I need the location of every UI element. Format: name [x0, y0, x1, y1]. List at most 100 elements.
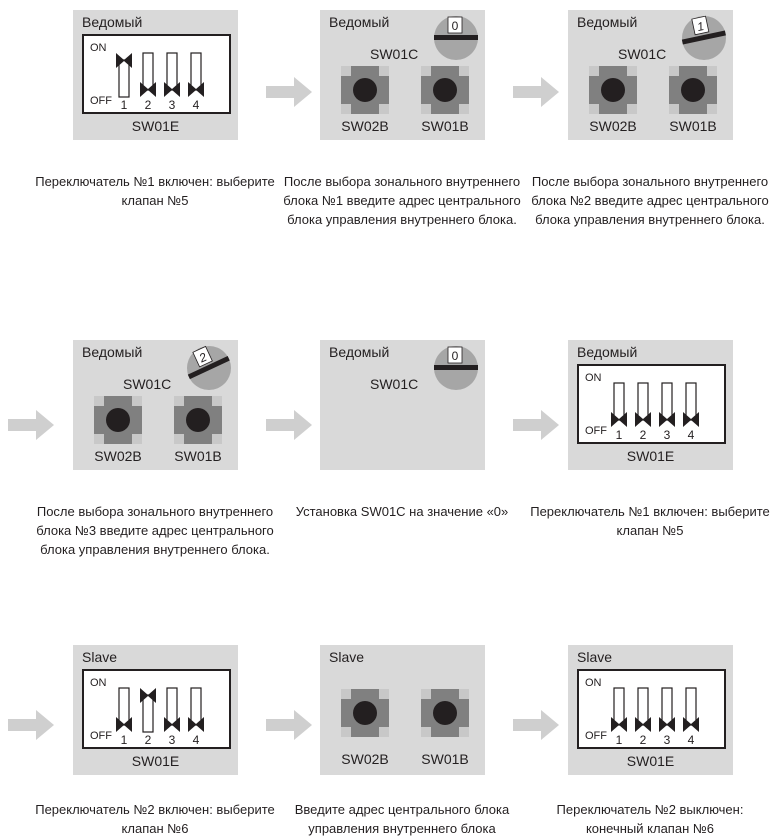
- dip-switch-number: 4: [192, 98, 200, 112]
- arrow-right-icon: [266, 410, 312, 440]
- dip-switch-number: 3: [663, 733, 671, 747]
- panel-title: Ведомый: [82, 344, 143, 360]
- push-button[interactable]: SW02B: [341, 689, 389, 767]
- rotary-label: SW01C: [370, 46, 419, 62]
- dip-switch-number: 3: [168, 98, 176, 112]
- off-label: OFF: [585, 425, 607, 437]
- button-label: SW01B: [421, 118, 469, 134]
- switch-label: SW01E: [131, 753, 180, 769]
- dip-switch-lever: [140, 52, 156, 97]
- rotary-value: 0: [452, 349, 459, 363]
- panel-title: Ведомый: [577, 344, 638, 360]
- dip-switch-lever: [683, 382, 699, 427]
- rotary-dial[interactable]: 1: [681, 15, 727, 61]
- dip-switch-panel: Ведомый ON OFF 1 2 3 4 SW01E: [568, 340, 733, 470]
- dip-switch-number: 2: [144, 98, 152, 112]
- dip-switch-lever: [140, 688, 156, 733]
- off-label: OFF: [90, 95, 112, 107]
- dip-switch-number: 2: [639, 733, 647, 747]
- step-caption: Введите адрес центрального блока управле…: [294, 802, 510, 836]
- dip-switch-number: 3: [663, 428, 671, 442]
- step-caption: После выбора зонального внутреннего блок…: [36, 504, 274, 557]
- push-button[interactable]: SW02B: [94, 396, 142, 464]
- panel-title: Ведомый: [329, 344, 390, 360]
- on-label: ON: [585, 677, 602, 689]
- arrow-right-icon: [513, 410, 559, 440]
- step-caption: После выбора зонального внутреннего блок…: [283, 174, 521, 227]
- push-button-panel: Slave SW02B SW01B: [320, 645, 485, 775]
- arrow-right-icon: [266, 710, 312, 740]
- dip-switch-lever: [116, 53, 132, 98]
- push-button[interactable]: SW02B: [341, 66, 389, 134]
- dip-switch-number: 4: [192, 733, 200, 747]
- dip-switch-number: 3: [168, 733, 176, 747]
- step-caption: Установка SW01C на значение «0»: [295, 504, 509, 519]
- rotary-dial[interactable]: 0: [433, 15, 479, 61]
- push-button-icon: [341, 689, 389, 737]
- dip-switch-number: 1: [615, 428, 623, 442]
- arrow-right-icon: [8, 410, 54, 440]
- dip-switch-lever: [188, 52, 204, 97]
- push-button-icon: [421, 689, 469, 737]
- on-label: ON: [585, 372, 602, 384]
- dip-switch-box: ON OFF 1 2 3 4: [577, 669, 726, 749]
- dip-switch-lever: [164, 687, 180, 732]
- step-caption: Переключатель №1 включен: выберите клапа…: [530, 504, 770, 538]
- off-label: OFF: [90, 730, 112, 742]
- rotary-value: 0: [452, 19, 459, 33]
- on-label: ON: [90, 42, 107, 54]
- switch-label: SW01E: [626, 753, 675, 769]
- arrow-right-icon: [266, 77, 312, 107]
- step-caption: После выбора зонального внутреннего блок…: [531, 174, 769, 227]
- dip-switch-number: 4: [687, 733, 695, 747]
- dip-switch-box: ON OFF 1 2 3 4: [82, 34, 231, 114]
- push-button-icon: [669, 66, 717, 114]
- button-label: SW01B: [421, 751, 469, 767]
- step-caption: Переключатель №1 включен: выберите клапа…: [35, 174, 275, 208]
- push-button[interactable]: SW01B: [421, 66, 469, 134]
- rotary-label: SW01C: [370, 376, 419, 392]
- push-button-icon: [94, 396, 142, 444]
- dip-switch-box: ON OFF 1 2 3 4: [577, 364, 726, 444]
- dip-switch-lever: [164, 52, 180, 97]
- button-label: SW02B: [341, 751, 389, 767]
- push-button[interactable]: SW01B: [421, 689, 469, 767]
- push-button[interactable]: SW02B: [589, 66, 637, 134]
- dip-switch-number: 1: [120, 98, 128, 112]
- rotary-dial[interactable]: 2: [186, 345, 232, 391]
- dip-switch-number: 2: [639, 428, 647, 442]
- dip-switch-number: 1: [615, 733, 623, 747]
- rotary-switch-panel: Ведомый SW01C 0: [320, 340, 485, 470]
- dip-switch-number: 2: [144, 733, 152, 747]
- panel-title: Slave: [329, 649, 365, 665]
- dip-switch-lever: [659, 382, 675, 427]
- button-label: SW02B: [94, 448, 142, 464]
- button-label: SW01B: [669, 118, 717, 134]
- rotary-dial[interactable]: 0: [433, 345, 479, 391]
- dip-switch-number: 4: [687, 428, 695, 442]
- push-button[interactable]: SW01B: [669, 66, 717, 134]
- button-label: SW01B: [174, 448, 222, 464]
- dip-switch-lever: [116, 687, 132, 732]
- push-button-icon: [421, 66, 469, 114]
- dip-switch-lever: [683, 687, 699, 732]
- button-label: SW02B: [589, 118, 637, 134]
- dip-switch-number: 1: [120, 733, 128, 747]
- panel-title: Ведомый: [329, 14, 390, 30]
- arrow-right-icon: [8, 710, 54, 740]
- rotary-label: SW01C: [123, 376, 172, 392]
- step-caption: Переключатель №2 выключен: конечный клап…: [556, 802, 744, 836]
- panel-title: Ведомый: [577, 14, 638, 30]
- off-label: OFF: [585, 730, 607, 742]
- dip-switch-lever: [635, 687, 651, 732]
- rotary-label: SW01C: [618, 46, 667, 62]
- push-button[interactable]: SW01B: [174, 396, 222, 464]
- switch-label: SW01E: [626, 448, 675, 464]
- step-caption: Переключатель №2 включен: выберите клапа…: [35, 802, 275, 836]
